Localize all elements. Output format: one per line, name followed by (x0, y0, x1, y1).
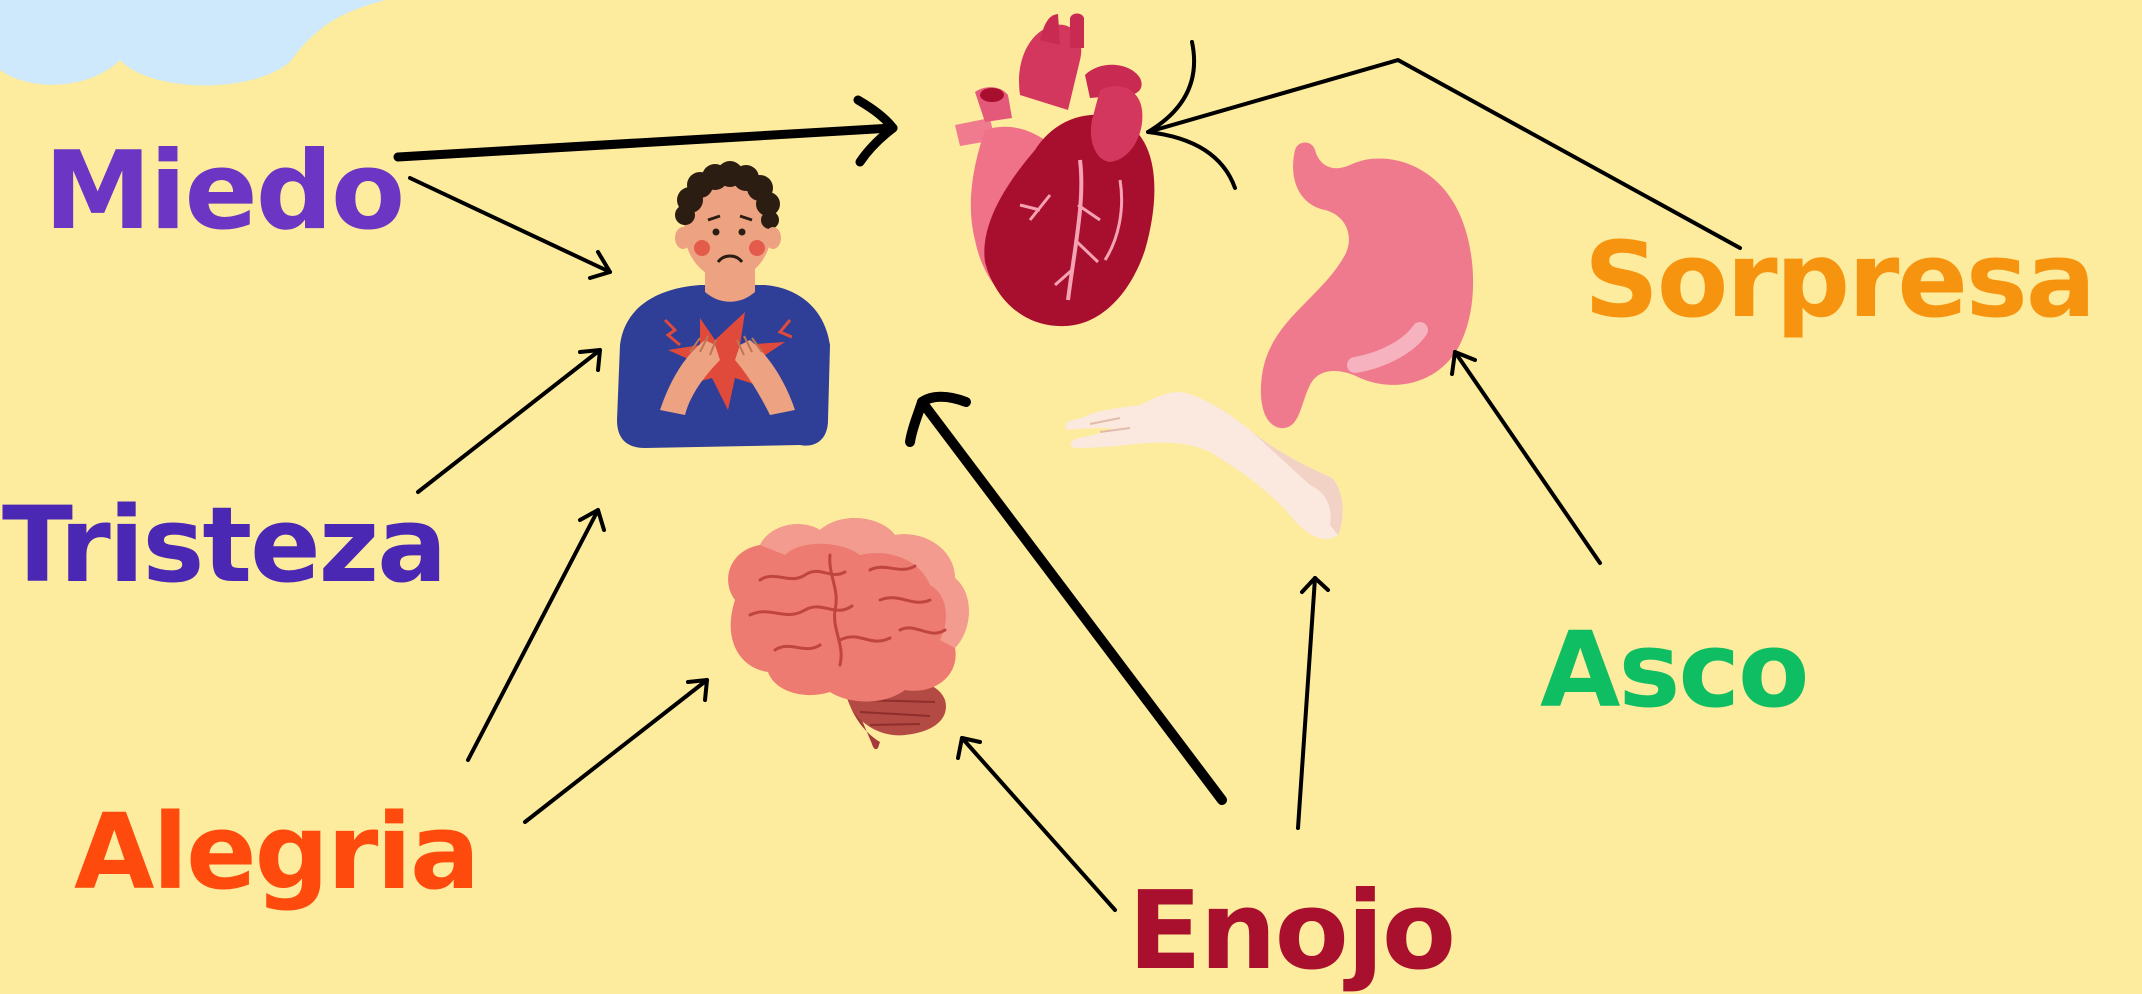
emotion-label-tristeza: Tristeza (2, 493, 445, 597)
heart-icon (955, 14, 1154, 327)
hand-icon (1065, 392, 1342, 539)
emotion-label-miedo: Miedo (44, 138, 403, 246)
emotion-label-asco: Asco (1540, 618, 1808, 722)
cloud-decoration (0, 0, 385, 85)
arrow-enojo-brain (958, 738, 1115, 910)
arrow-alegria-brain (525, 680, 707, 822)
emotion-label-sorpresa: Sorpresa (1584, 228, 2094, 332)
emotion-label-alegria: Alegria (74, 800, 478, 904)
arrow-miedo-heart (398, 100, 893, 162)
anxious-person-icon (617, 161, 830, 448)
arrow-asco-stomach (1452, 352, 1600, 563)
emotion-label-enojo: Enojo (1128, 878, 1454, 986)
arrow-miedo-person (410, 178, 610, 278)
brain-icon (728, 518, 969, 749)
arrow-alegria-person (468, 510, 604, 760)
arrow-enojo-hand (1298, 578, 1328, 828)
stomach-icon (1261, 143, 1473, 429)
arrow-tristeza-person (418, 350, 600, 492)
